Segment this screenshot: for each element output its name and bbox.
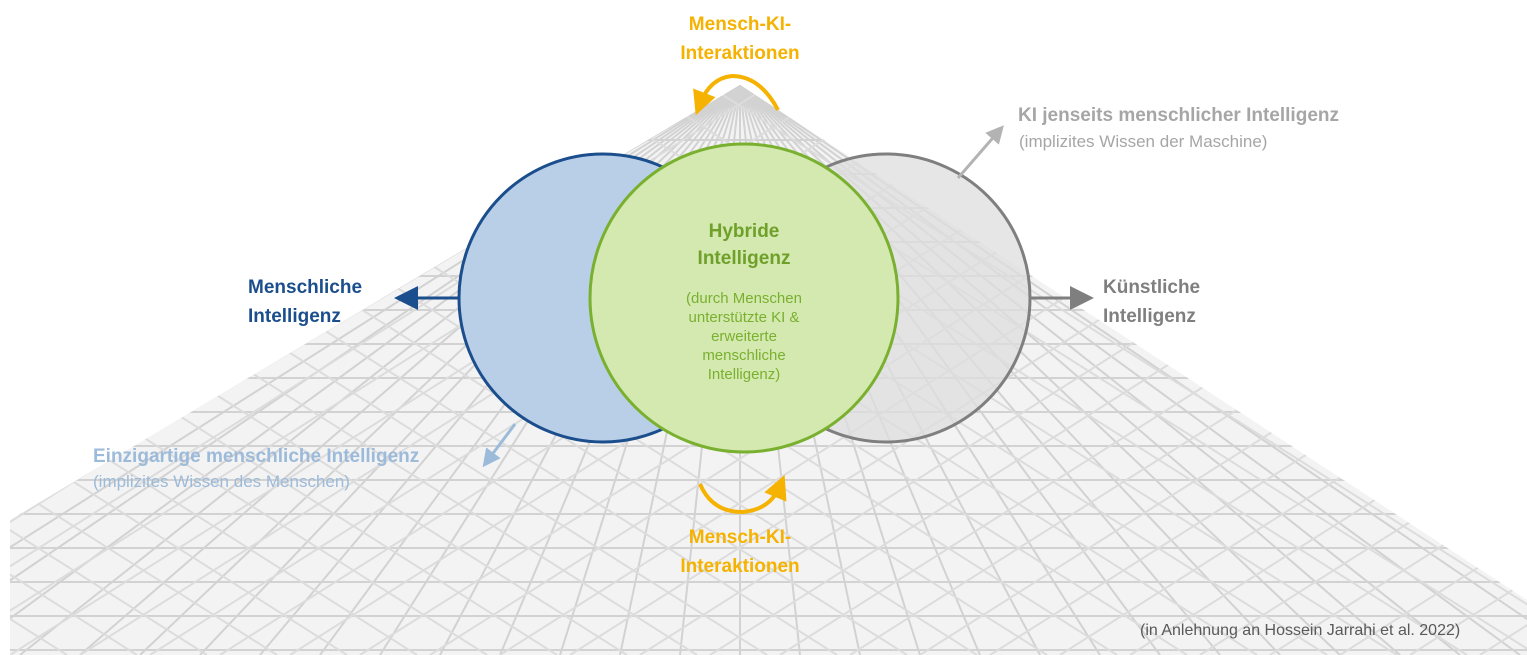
arrow-ai-beyond [956,125,1004,179]
hybrid-intelligence-title: Hybride Intelligenz [674,218,814,272]
unique-human-title: Einzigartige menschliche Intelligenz [93,446,420,467]
ai-label-line-2: Intelligenz [1103,306,1196,327]
hybrid-desc-line-4: menschliche [702,347,786,364]
human-intelligence-label: Menschliche Intelligenz [248,273,362,331]
hybrid-intelligence-description: (durch Menschen unterstützte KI & erweit… [664,289,824,384]
source-citation: (in Anlehnung an Hossein Jarrahi et al. … [1140,622,1461,639]
interaction-bottom-line-2: Interaktionen [680,556,800,577]
interaction-bottom-line-1: Mensch-KI- [688,527,792,548]
interaction-cycle-bottom [698,474,787,515]
hybrid-title-line-2: Intelligenz [697,248,791,269]
hybrid-desc-line-1: (durch Menschen [686,290,802,307]
hybrid-desc-line-5: Intelligenz) [707,366,781,383]
arrow-unique-human [482,423,517,468]
hybrid-desc-line-2: unterstützte KI & [688,309,800,326]
hybrid-intelligence-lens [588,142,900,454]
ai-beyond-subtitle: (implizites Wissen der Maschine) [1019,132,1268,151]
human-label-line-2: Intelligenz [248,306,341,327]
interaction-label-bottom: Mensch-KI- Interaktionen [655,523,825,581]
interaction-cycle-top [693,73,780,116]
interaction-top-line-2: Interaktionen [680,43,800,64]
interaction-label-top: Mensch-KI- Interaktionen [655,10,825,68]
unique-human-subtitle: (implizites Wissen des Menschen) [93,472,350,491]
hybrid-title-line-1: Hybride [708,221,780,242]
human-label-line-1: Menschliche [248,277,363,298]
ai-label-line-1: Künstliche [1103,277,1201,298]
ai-label: Künstliche Intelligenz [1103,273,1200,331]
interaction-top-line-1: Mensch-KI- [688,14,792,35]
hybrid-desc-line-3: erweiterte [711,328,777,345]
ai-beyond-title: KI jenseits menschlicher Intelligenz [1018,105,1339,126]
